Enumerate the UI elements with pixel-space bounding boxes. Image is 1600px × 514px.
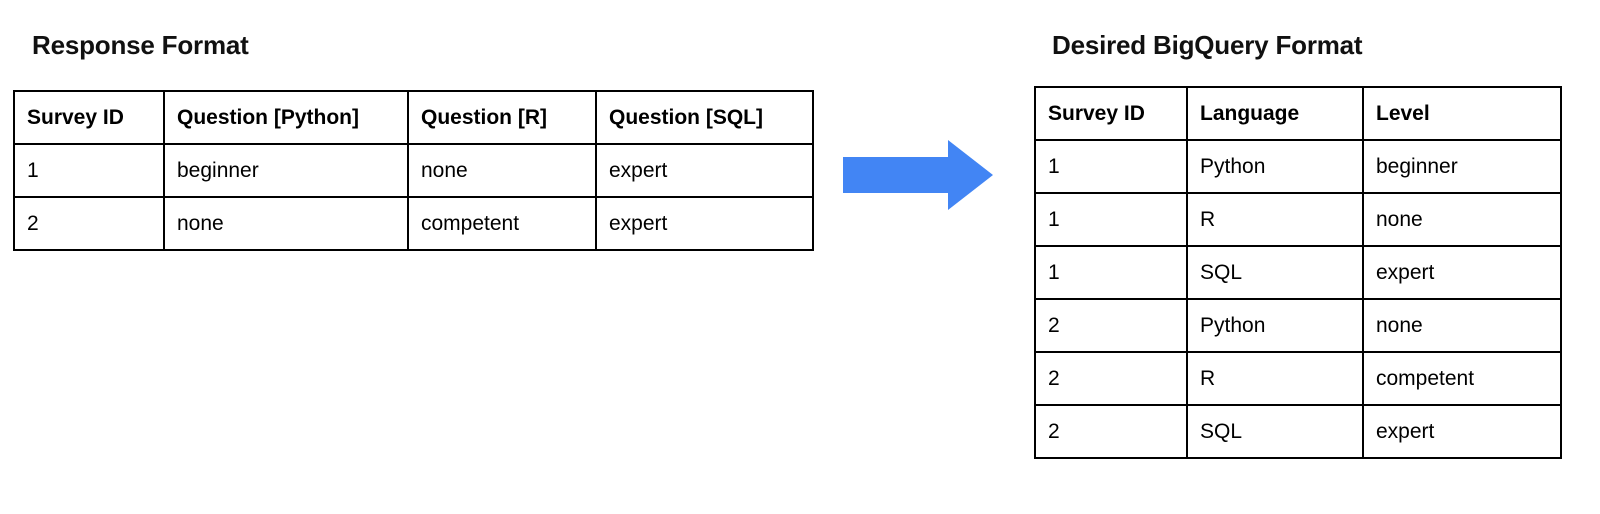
table-row: 1 beginner none expert	[13, 143, 814, 198]
cell-question-python: none	[163, 196, 409, 251]
cell-language: SQL	[1186, 245, 1364, 300]
column-header-language: Language	[1186, 86, 1364, 141]
cell-survey-id: 2	[13, 196, 165, 251]
cell-survey-id: 1	[13, 143, 165, 198]
cell-level: expert	[1362, 245, 1562, 300]
cell-level: none	[1362, 298, 1562, 353]
cell-question-python: beginner	[163, 143, 409, 198]
column-header-survey-id: Survey ID	[13, 90, 165, 145]
response-format-table: Survey ID Question [Python] Question [R]…	[13, 90, 814, 251]
table-header-row: Survey ID Language Level	[1034, 86, 1562, 141]
column-header-survey-id: Survey ID	[1034, 86, 1188, 141]
bigquery-format-title: Desired BigQuery Format	[1052, 30, 1363, 60]
column-header-question-sql: Question [SQL]	[595, 90, 814, 145]
cell-level: beginner	[1362, 139, 1562, 194]
table-row: 2 SQL expert	[1034, 404, 1562, 459]
cell-language: Python	[1186, 298, 1364, 353]
right-arrow-icon	[843, 140, 993, 210]
cell-question-sql: expert	[595, 196, 814, 251]
cell-language: Python	[1186, 139, 1364, 194]
cell-survey-id: 1	[1034, 139, 1188, 194]
cell-level: none	[1362, 192, 1562, 247]
cell-survey-id: 2	[1034, 404, 1188, 459]
bigquery-format-table: Survey ID Language Level 1 Python beginn…	[1034, 86, 1562, 459]
cell-language: SQL	[1186, 404, 1364, 459]
cell-survey-id: 1	[1034, 192, 1188, 247]
cell-question-r: none	[407, 143, 597, 198]
cell-survey-id: 2	[1034, 298, 1188, 353]
response-format-title: Response Format	[32, 30, 249, 60]
table-row: 1 R none	[1034, 192, 1562, 247]
column-header-level: Level	[1362, 86, 1562, 141]
cell-level: expert	[1362, 404, 1562, 459]
cell-language: R	[1186, 351, 1364, 406]
cell-question-r: competent	[407, 196, 597, 251]
table-row: 1 SQL expert	[1034, 245, 1562, 300]
cell-survey-id: 2	[1034, 351, 1188, 406]
column-header-question-r: Question [R]	[407, 90, 597, 145]
cell-question-sql: expert	[595, 143, 814, 198]
column-header-question-python: Question [Python]	[163, 90, 409, 145]
cell-survey-id: 1	[1034, 245, 1188, 300]
cell-language: R	[1186, 192, 1364, 247]
table-row: 2 Python none	[1034, 298, 1562, 353]
table-row: 2 R competent	[1034, 351, 1562, 406]
cell-level: competent	[1362, 351, 1562, 406]
table-header-row: Survey ID Question [Python] Question [R]…	[13, 90, 814, 145]
table-row: 1 Python beginner	[1034, 139, 1562, 194]
table-row: 2 none competent expert	[13, 196, 814, 251]
